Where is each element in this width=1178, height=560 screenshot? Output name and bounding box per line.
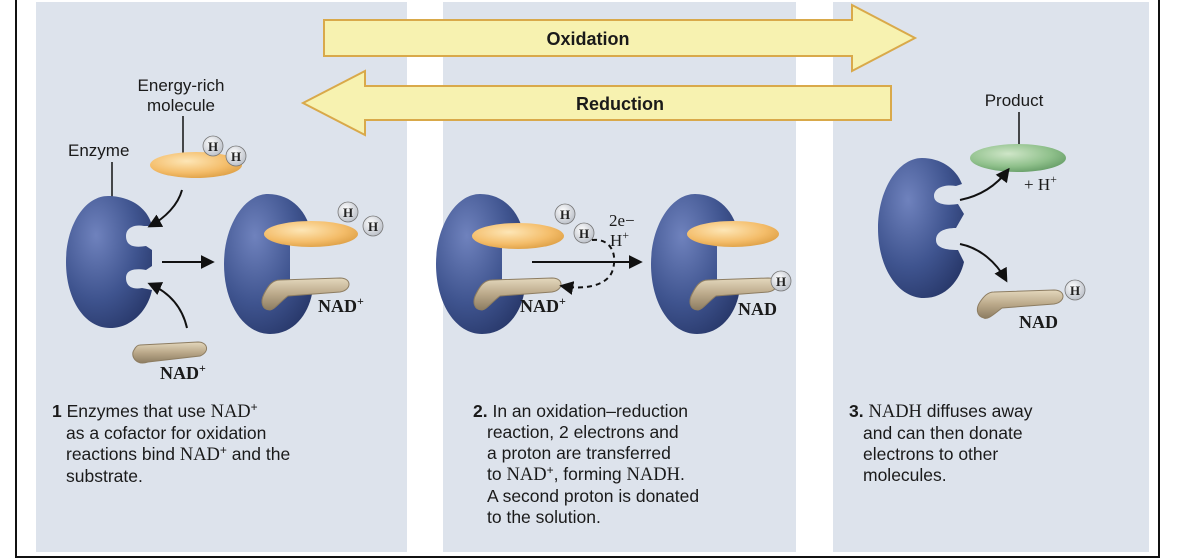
hydrogen-label: H [579,226,589,241]
caption-line: substrate. [52,466,392,487]
hydrogen-atom [202,135,224,157]
bound-substrate [264,221,358,247]
caption-text: A second proton is donated [487,486,700,506]
step-number: 3. [849,401,869,421]
reduction-arrow: Reduction [300,69,892,137]
caption-line: a proton are transferred [473,443,793,464]
hydrogen-atom [362,215,384,237]
caption-line: A second proton is donated [473,486,793,507]
caption-line: 3. NADH diffuses away [849,401,1149,423]
chemical-name: NAD [210,402,251,422]
caption-text: to [487,464,507,484]
step-number: 1 [52,401,67,421]
charge-superscript: + [250,400,258,414]
hydrogen-atom [554,203,576,225]
substrate-binding-arrow [147,189,183,228]
chemical-name: NADH [626,465,680,485]
energy-rich-molecule [150,152,242,178]
hydrogen-atom [225,145,247,167]
enzyme-label: Enzyme [68,141,129,160]
chemical-name: NAD [179,445,220,465]
proton-label: H+ [610,228,629,250]
caption-text: reaction, 2 electrons and [487,422,679,442]
hydrogen-label: H [208,139,218,154]
hydrogen-label: H [368,219,378,234]
caption-text: . [679,464,685,484]
caption-text: , forming [553,464,627,484]
caption-line: 1 Enzymes that use NAD+ [52,401,392,423]
oxidized-product-bound [687,221,779,247]
figure-frame [15,0,1160,558]
oxidation-label: Oxidation [546,29,629,49]
electron-transfer-dashed-arrow [559,238,616,295]
step-number: 2. [473,401,493,421]
nadh-release-arrow [959,243,1008,283]
caption-text: as a cofactor for oxidation [66,423,267,443]
caption-text: reactions bind [66,444,180,464]
chemical-name: NAD [506,465,547,485]
caption-line: electrons to other [849,444,1149,465]
caption-line: 2. In an oxidation–reduction [473,401,793,422]
hydrogen-label: H [560,207,570,222]
two-electrons-label: 2e− [609,211,635,230]
caption-line: to the solution. [473,507,793,528]
charge-superscript: + [219,443,227,457]
product-label: Product [985,91,1044,110]
caption-text: and can then donate [863,423,1023,443]
hydrogen-label: H [776,274,786,289]
energy-rich-label-line2: molecule [147,96,215,115]
energy-rich-label-line1: Energy-rich [138,76,225,95]
product-molecule [970,144,1066,172]
caption-text: diffuses away [921,401,1033,421]
caption-line: to NAD+, forming NADH. [473,464,793,486]
caption-line: reaction, 2 electrons and [473,422,793,443]
caption-text: molecules. [863,465,947,485]
hydrogen-atom [1064,279,1086,301]
caption-text: Enzymes that use [66,401,211,421]
bound-nad-plus-label: NAD+ [318,294,364,316]
caption-text: a proton are transferred [487,443,671,463]
hydrogen-atom [770,270,792,292]
oxidation-arrow: Oxidation [323,3,918,73]
bound-nad-plus [261,277,350,311]
caption-line: molecules. [849,465,1149,486]
hydrogen-label: H [231,149,241,164]
caption-text: In an oxidation–reduction [492,401,689,421]
hydrogen-label: H [1070,283,1080,298]
nad-binding-arrow [147,282,188,329]
chemical-name: NADH [868,402,922,422]
product-release-arrow [959,167,1010,201]
caption-text: substrate. [66,466,143,486]
hydrogen-atom [573,222,595,244]
caption-line: as a cofactor for oxidation [52,423,392,444]
caption-text: to the solution. [487,507,601,527]
free-nadh-molecule [976,289,1064,319]
nad-plus-molecule [132,341,207,364]
step-1-caption: 1 Enzymes that use NAD+as a cofactor for… [52,401,392,487]
hydrogen-label: H [343,205,353,220]
nad-label-panel3: NAD [1019,312,1058,332]
nad-plus-label-panel2: NAD+ [520,294,566,316]
charge-superscript: + [546,463,554,477]
caption-text: and the [226,444,291,464]
nad-label-panel2: NAD [738,299,777,319]
caption-line: and can then donate [849,423,1149,444]
substrate-before-transfer [472,223,564,249]
enzyme-empty [66,196,152,328]
caption-line: reactions bind NAD+ and the [52,444,392,466]
enzyme-released [878,158,964,298]
released-proton-label: + H+ [1024,172,1057,194]
caption-text: electrons to other [863,444,999,464]
nad-plus-label: NAD+ [160,361,206,383]
hydrogen-atom [337,201,359,223]
reduction-label: Reduction [576,94,664,114]
